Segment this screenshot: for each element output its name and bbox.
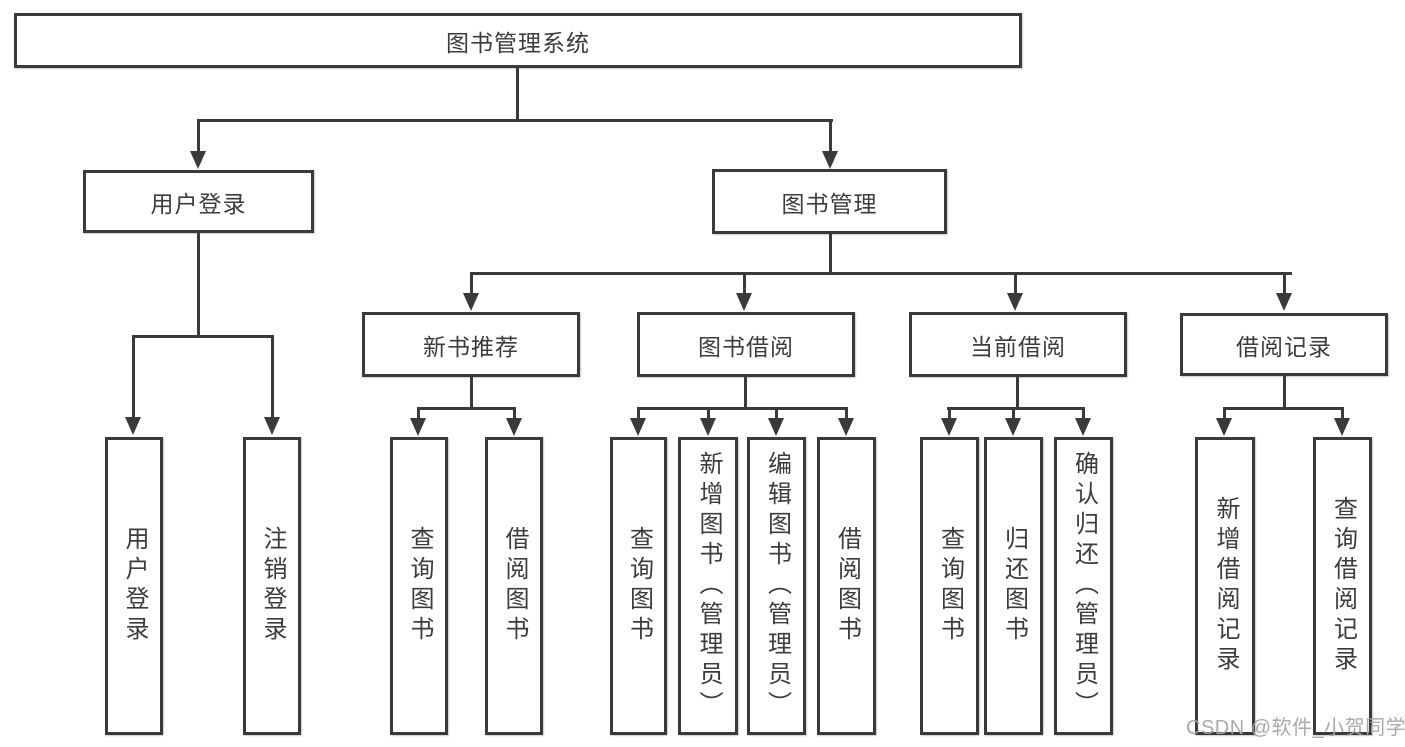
node-borrowing-records: 借阅记录 xyxy=(1180,313,1388,376)
leaf-label: 查询借阅记录 xyxy=(1329,496,1357,676)
connector-userlogin-rail xyxy=(132,335,274,338)
connector-current-rail xyxy=(947,407,1085,410)
leaf-label: 归还图书 xyxy=(1000,526,1028,646)
connector-userlogin-stem xyxy=(197,233,200,337)
connector-bookmgmt-stem xyxy=(829,234,832,274)
connector-drop xyxy=(829,119,832,153)
leaf-query-borrow-record: 查询借阅记录 xyxy=(1313,437,1372,735)
arrowhead-icon xyxy=(941,418,957,436)
arrowhead-icon xyxy=(1007,293,1023,311)
node-new-book-recommendation: 新书推荐 xyxy=(362,312,580,377)
watermark: CSDN @软件_小贺同学 xyxy=(1186,717,1405,739)
connector-borrow-stem xyxy=(744,377,747,409)
connector-borrow-rail xyxy=(637,407,848,410)
arrowhead-icon xyxy=(410,418,426,436)
connector-drop xyxy=(513,407,516,420)
connector-level2-rail xyxy=(470,272,1292,275)
connector-drop xyxy=(845,407,848,420)
arrowhead-icon xyxy=(1216,418,1232,436)
arrowhead-icon xyxy=(736,293,752,311)
arrowhead-icon xyxy=(264,417,280,435)
leaf-label: 查询图书 xyxy=(936,526,964,646)
leaf-label: 注销登录 xyxy=(259,526,286,646)
leaf-label: 借阅图书 xyxy=(833,526,861,646)
node-label: 图书管理 xyxy=(781,190,878,217)
arrowhead-icon xyxy=(506,418,522,436)
leaf-label: 新增图书（管理员） xyxy=(695,451,722,721)
arrowhead-icon xyxy=(1005,418,1021,436)
arrowhead-icon xyxy=(1334,418,1350,436)
arrowhead-icon xyxy=(1276,293,1292,311)
connector-drop xyxy=(197,119,200,153)
leaf-query-books-borrow: 查询图书 xyxy=(610,437,667,735)
arrowhead-icon xyxy=(768,418,784,436)
node-library-management-system: 图书管理系统 xyxy=(14,13,1022,68)
node-book-management: 图书管理 xyxy=(712,169,947,234)
connector-records-stem xyxy=(1283,376,1286,409)
node-label: 图书管理系统 xyxy=(446,29,590,56)
node-label: 图书借阅 xyxy=(698,333,794,360)
leaf-label: 用户登录 xyxy=(121,526,148,646)
arrowhead-icon xyxy=(125,417,141,435)
connector-level1-rail xyxy=(197,119,833,122)
leaf-query-books-current: 查询图书 xyxy=(920,437,979,735)
leaf-label: 查询图书 xyxy=(625,526,653,646)
leaf-logout-login: 注销登录 xyxy=(243,437,301,735)
leaf-borrow-books: 借阅图书 xyxy=(817,437,876,735)
connector-drop xyxy=(1283,272,1286,295)
connector-drop xyxy=(637,407,640,420)
connector-root-stem xyxy=(516,68,519,120)
connector-records-rail xyxy=(1223,407,1344,410)
leaf-query-books-recommend: 查询图书 xyxy=(390,437,448,735)
connector-recommend-stem xyxy=(470,377,473,409)
leaf-confirm-return-admin: 确认归还（管理员） xyxy=(1054,437,1113,735)
leaf-label: 新增借阅记录 xyxy=(1212,496,1239,676)
connector-drop xyxy=(775,407,778,420)
connector-drop xyxy=(271,335,274,419)
node-label: 新书推荐 xyxy=(423,333,519,360)
node-current-borrowing: 当前借阅 xyxy=(909,312,1127,377)
connector-recommend-rail xyxy=(417,407,516,410)
connector-drop xyxy=(417,407,420,420)
arrowhead-icon xyxy=(1075,418,1091,436)
leaf-add-borrow-record: 新增借阅记录 xyxy=(1195,437,1255,735)
connector-drop xyxy=(132,335,135,419)
connector-drop xyxy=(1082,407,1085,420)
leaf-return-books: 归还图书 xyxy=(984,437,1043,735)
node-label: 用户登录 xyxy=(150,190,247,217)
connector-drop xyxy=(1014,272,1017,295)
node-label: 当前借阅 xyxy=(970,333,1066,360)
arrowhead-icon xyxy=(700,418,716,436)
leaf-label: 借阅图书 xyxy=(501,526,528,646)
arrowhead-icon xyxy=(190,151,206,169)
leaf-edit-books-admin: 编辑图书（管理员） xyxy=(747,437,806,735)
arrowhead-icon xyxy=(822,151,838,169)
leaf-borrow-books-recommend: 借阅图书 xyxy=(485,437,543,735)
arrowhead-icon xyxy=(838,418,854,436)
node-book-borrowing: 图书借阅 xyxy=(637,312,855,377)
leaf-add-books-admin: 新增图书（管理员） xyxy=(678,437,738,735)
leaf-label: 确认归还（管理员） xyxy=(1070,451,1098,721)
connector-drop xyxy=(948,407,951,420)
leaf-label: 编辑图书（管理员） xyxy=(763,451,791,721)
connector-drop xyxy=(1341,407,1344,420)
arrowhead-icon xyxy=(463,293,479,311)
leaf-user-login: 用户登录 xyxy=(105,437,163,735)
connector-drop xyxy=(743,272,746,295)
node-user-login: 用户登录 xyxy=(83,170,314,233)
connector-drop xyxy=(1223,407,1226,420)
arrowhead-icon xyxy=(630,418,646,436)
leaf-label: 查询图书 xyxy=(406,526,433,646)
connector-drop xyxy=(1012,407,1015,420)
connector-drop xyxy=(707,407,710,420)
node-label: 借阅记录 xyxy=(1236,333,1332,360)
connector-current-stem xyxy=(1016,377,1019,409)
connector-drop xyxy=(470,272,473,295)
